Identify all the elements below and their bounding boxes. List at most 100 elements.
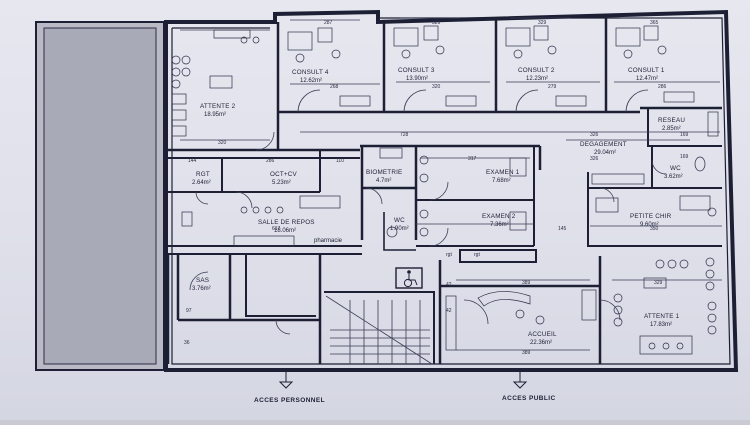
consult2-area: 12.23m² bbox=[526, 76, 548, 82]
dim-20: 350 bbox=[650, 226, 659, 232]
examen-furniture bbox=[379, 147, 527, 238]
salle-repos-furniture bbox=[181, 195, 341, 247]
dim-22: 389 bbox=[522, 350, 531, 356]
sas-name: SAS bbox=[196, 277, 209, 284]
wheelchair-icon bbox=[395, 267, 423, 289]
dim-27: 36 bbox=[184, 340, 190, 346]
wc-small-name: WC bbox=[394, 217, 405, 224]
dim-13: 169 bbox=[680, 154, 689, 160]
dim-11: 326 bbox=[590, 156, 599, 162]
room-sas: SAS 3.76m² bbox=[192, 277, 211, 292]
biometrie-name: BIOMETRIE bbox=[366, 169, 402, 176]
salle-area: 18.06m² bbox=[274, 228, 296, 234]
consult4-area: 12.62m² bbox=[300, 78, 322, 84]
dim-16: 317 bbox=[468, 156, 477, 162]
rgt-small-label-b: rgt bbox=[474, 252, 480, 258]
room-examen1: EXAMEN 1 7.68m² bbox=[486, 169, 520, 184]
petite-chir-furniture bbox=[591, 111, 719, 217]
dim-15: 110 bbox=[336, 158, 344, 164]
rgt-small-label-a: rgt bbox=[446, 252, 452, 258]
dim-8: 320 bbox=[218, 140, 227, 146]
reseau-area: 2.85m² bbox=[662, 126, 681, 132]
access-personnel: ACCES PERSONNEL bbox=[254, 372, 325, 404]
dim-1: 329 bbox=[432, 20, 441, 26]
dim-5: 320 bbox=[432, 84, 441, 90]
consult3-area: 13.90m² bbox=[406, 76, 428, 82]
accueil-area: 22.36m² bbox=[530, 340, 552, 346]
dim-6: 279 bbox=[548, 84, 557, 90]
room-octcv: OCT+CV 5.23m² bbox=[270, 171, 298, 186]
examen1-name: EXAMEN 1 bbox=[486, 169, 520, 176]
degagement-area: 29.04m² bbox=[594, 150, 616, 156]
room-consult1: CONSULT 1 12.47m² bbox=[628, 67, 665, 82]
degagement-name: DEGAGEMENT bbox=[580, 141, 627, 148]
access-public: ACCES PUBLIC bbox=[502, 372, 556, 402]
dim-26: 97 bbox=[186, 308, 192, 314]
pharmacie-label: pharmacie bbox=[314, 238, 343, 244]
interior-walls bbox=[166, 18, 722, 364]
room-attente2: ATTENTE 2 18.95m² bbox=[200, 103, 236, 118]
rgt-name: RGT bbox=[196, 171, 210, 178]
dim-4: 268 bbox=[330, 84, 339, 90]
petitechir-name: PETITE CHIR bbox=[630, 213, 672, 220]
dim-10: 326 bbox=[590, 132, 599, 138]
examen2-name: EXAMEN 2 bbox=[482, 213, 516, 220]
dim-3: 365 bbox=[650, 20, 659, 26]
room-consult3: CONSULT 3 13.90m² bbox=[398, 67, 435, 82]
consult4-name: CONSULT 4 bbox=[292, 69, 329, 76]
access-public-label: ACCES PUBLIC bbox=[502, 395, 556, 402]
room-wc-small: WC 1.90m² bbox=[390, 217, 409, 232]
room-salle-repos: SALLE DE REPOS 18.06m² bbox=[258, 219, 315, 234]
dimension-numbers: 287 329 329 365 268 320 279 286 320 728 … bbox=[184, 20, 689, 356]
dimension-lines bbox=[180, 17, 722, 351]
dim-7: 286 bbox=[658, 84, 667, 90]
staircase bbox=[325, 295, 433, 365]
consult-furniture bbox=[287, 25, 695, 107]
room-examen2: EXAMEN 2 7.36m² bbox=[482, 213, 516, 228]
wc-right-area: 3.62m² bbox=[664, 174, 683, 180]
rgt-area: 2.64m² bbox=[192, 180, 211, 186]
room-petite-chir: PETITE CHIR 9.60m² bbox=[630, 213, 672, 228]
attente1-area: 17.83m² bbox=[650, 322, 672, 328]
dim-19: 145 bbox=[558, 226, 567, 232]
consult1-name: CONSULT 1 bbox=[628, 67, 665, 74]
dim-9: 728 bbox=[400, 132, 409, 138]
dim-17: 144 bbox=[188, 158, 197, 164]
octcv-area: 5.23m² bbox=[272, 180, 291, 186]
reseau-name: RESEAU bbox=[658, 117, 685, 124]
dim-12: 169 bbox=[680, 132, 689, 138]
room-consult4: CONSULT 4 12.62m² bbox=[292, 69, 329, 84]
room-biometrie: BIOMETRIE 4.7m² bbox=[366, 169, 402, 184]
dim-18: 617 bbox=[272, 226, 281, 232]
petitechir-area: 9.60m² bbox=[640, 222, 659, 228]
room-rgt: RGT 2.64m² bbox=[192, 171, 211, 186]
attente2-area: 18.95m² bbox=[204, 112, 226, 118]
room-degagement: DEGAGEMENT 29.04m² bbox=[580, 141, 627, 156]
attente2-name: ATTENTE 2 bbox=[200, 103, 236, 110]
door-swings bbox=[189, 89, 667, 335]
room-attente1: ATTENTE 1 17.83m² bbox=[644, 313, 680, 328]
attente1-chairs bbox=[613, 257, 717, 355]
dim-0: 287 bbox=[324, 20, 333, 26]
dim-2: 329 bbox=[538, 20, 547, 26]
room-consult2: CONSULT 2 12.23m² bbox=[518, 67, 555, 82]
octcv-name: OCT+CV bbox=[270, 171, 298, 178]
consult1-area: 12.47m² bbox=[636, 76, 658, 82]
attente1-name: ATTENTE 1 bbox=[644, 313, 680, 320]
room-reseau: RESEAU 2.85m² bbox=[658, 117, 685, 132]
examen1-area: 7.68m² bbox=[492, 178, 511, 184]
dim-24: 42 bbox=[446, 282, 452, 288]
accueil-name: ACCUEIL bbox=[528, 331, 557, 338]
room-wc-right: WC 3.62m² bbox=[664, 165, 683, 180]
access-personnel-label: ACCES PERSONNEL bbox=[254, 397, 325, 404]
left-parcel-inner bbox=[43, 27, 157, 365]
biometrie-area: 4.7m² bbox=[376, 178, 391, 184]
dim-21: 389 bbox=[522, 280, 531, 286]
attente2-chairs bbox=[171, 29, 260, 137]
consult3-name: CONSULT 3 bbox=[398, 67, 435, 74]
consult2-name: CONSULT 2 bbox=[518, 67, 555, 74]
outer-walls bbox=[164, 9, 739, 372]
dim-23: 329 bbox=[654, 280, 663, 286]
